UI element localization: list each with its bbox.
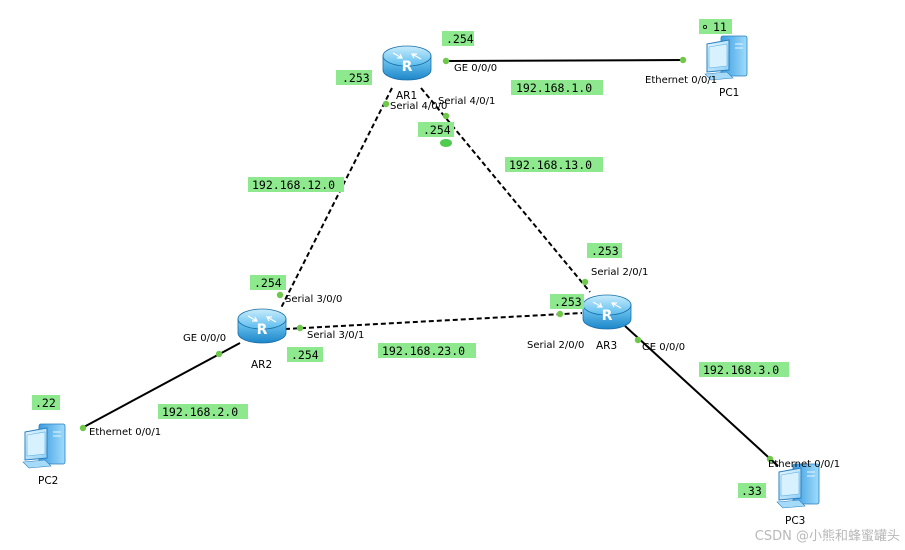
port-dot-ar3-s201 bbox=[581, 278, 589, 286]
port-label-ar1-ge: GE 0/0/0 bbox=[454, 63, 497, 74]
pc1-status-dot bbox=[703, 24, 708, 29]
port-label-pc3-eth: Ethernet 0/0/1 bbox=[768, 459, 840, 470]
port-label-ar1-s400: Serial 4/0/0 bbox=[390, 101, 447, 112]
device-label-ar3: AR3 bbox=[596, 340, 617, 352]
address-tag-pc3: .33 bbox=[741, 484, 762, 498]
network-tag-192-168-13-0: 192.168.13.0 bbox=[509, 158, 592, 172]
pc-pc1[interactable] bbox=[704, 35, 748, 81]
network-tag-192-168-3-0: 192.168.3.0 bbox=[703, 363, 779, 377]
port-label-ar2-ge: GE 0/0/0 bbox=[183, 333, 226, 344]
link-ar2-pc2[interactable] bbox=[81, 342, 241, 429]
network-tag-192-168-12-0: 192.168.12.0 bbox=[252, 178, 335, 192]
device-label-pc3: PC3 bbox=[785, 515, 805, 527]
port-dots bbox=[79, 56, 774, 463]
address-tag-pc1: 11 bbox=[713, 20, 727, 34]
port-dot-pc2-eth bbox=[79, 424, 87, 432]
device-label-ar1: AR1 bbox=[396, 90, 417, 102]
link-ar3-pc3[interactable] bbox=[624, 325, 779, 467]
port-label-ar3-s200: Serial 2/0/0 bbox=[527, 340, 584, 351]
port-dot-ar1-s400 bbox=[382, 100, 390, 108]
port-label-ar3-s201: Serial 2/0/1 bbox=[591, 267, 648, 278]
port-label-ar2-s300: Serial 3/0/0 bbox=[285, 294, 342, 305]
network-tag-192-168-1-0: 192.168.1.0 bbox=[516, 81, 592, 95]
link-ar1-ar2[interactable] bbox=[280, 87, 393, 309]
device-label-ar2: AR2 bbox=[251, 359, 272, 371]
router-ar2[interactable]: R bbox=[237, 308, 287, 344]
port-dot-ar2-s301 bbox=[296, 324, 304, 332]
address-tag-ar1-s400: .253 bbox=[342, 71, 370, 85]
address-tag-ar3-s201: .253 bbox=[591, 244, 619, 258]
router-glyph: R bbox=[402, 59, 413, 75]
port-dot-ar1-ge bbox=[442, 57, 450, 65]
port-dot-ar2-s300 bbox=[276, 291, 284, 299]
port-dot-ar3-s200 bbox=[556, 310, 564, 318]
address-tag-pc2: .22 bbox=[35, 396, 56, 410]
port-label-pc1-eth: Ethernet 0/0/1 bbox=[645, 75, 717, 86]
pc-pc2[interactable] bbox=[22, 423, 66, 469]
device-label-pc1: PC1 bbox=[719, 87, 739, 99]
pc-pc3[interactable] bbox=[776, 463, 820, 509]
port-label-ar3-ge: GE 0/0/0 bbox=[642, 342, 685, 353]
address-tag-ar3-s200: .253 bbox=[554, 295, 582, 309]
device-label-pc2: PC2 bbox=[38, 475, 58, 487]
address-tags: .254 .253 .254 11 .254 .254 .253 .253 .2… bbox=[32, 19, 789, 498]
network-tag-192-168-23-0: 192.168.23.0 bbox=[382, 344, 465, 358]
link-ar2-ar3[interactable] bbox=[284, 312, 583, 330]
router-glyph: R bbox=[602, 308, 613, 324]
address-tag-ar2-s301: .254 bbox=[291, 348, 319, 362]
router-ar3[interactable]: R bbox=[582, 294, 632, 330]
address-tag-ar1-s401: .254 bbox=[423, 123, 451, 137]
network-tag-192-168-2-0: 192.168.2.0 bbox=[162, 405, 238, 419]
port-label-ar1-s401: Serial 4/0/1 bbox=[438, 96, 495, 107]
port-label-ar2-s301: Serial 3/0/1 bbox=[307, 330, 364, 341]
pin-marker bbox=[440, 139, 452, 147]
port-dot-ar1-s401 bbox=[442, 112, 450, 120]
address-tag-ar2-s300: .254 bbox=[254, 276, 282, 290]
router-ar1[interactable]: R bbox=[382, 45, 432, 81]
address-tag-ar1-ge: .254 bbox=[446, 32, 474, 46]
router-glyph: R bbox=[257, 322, 268, 338]
port-dot-pc3-eth bbox=[766, 455, 774, 463]
port-dot-ar3-ge bbox=[634, 336, 642, 344]
link-ar1-pc1[interactable] bbox=[445, 59, 684, 62]
watermark: CSDN @小熊和蜂蜜罐头 bbox=[755, 528, 900, 544]
port-label-pc2-eth: Ethernet 0/0/1 bbox=[89, 427, 161, 438]
port-dot-ar2-ge bbox=[215, 350, 223, 358]
port-dot-pc1-eth bbox=[679, 56, 687, 64]
